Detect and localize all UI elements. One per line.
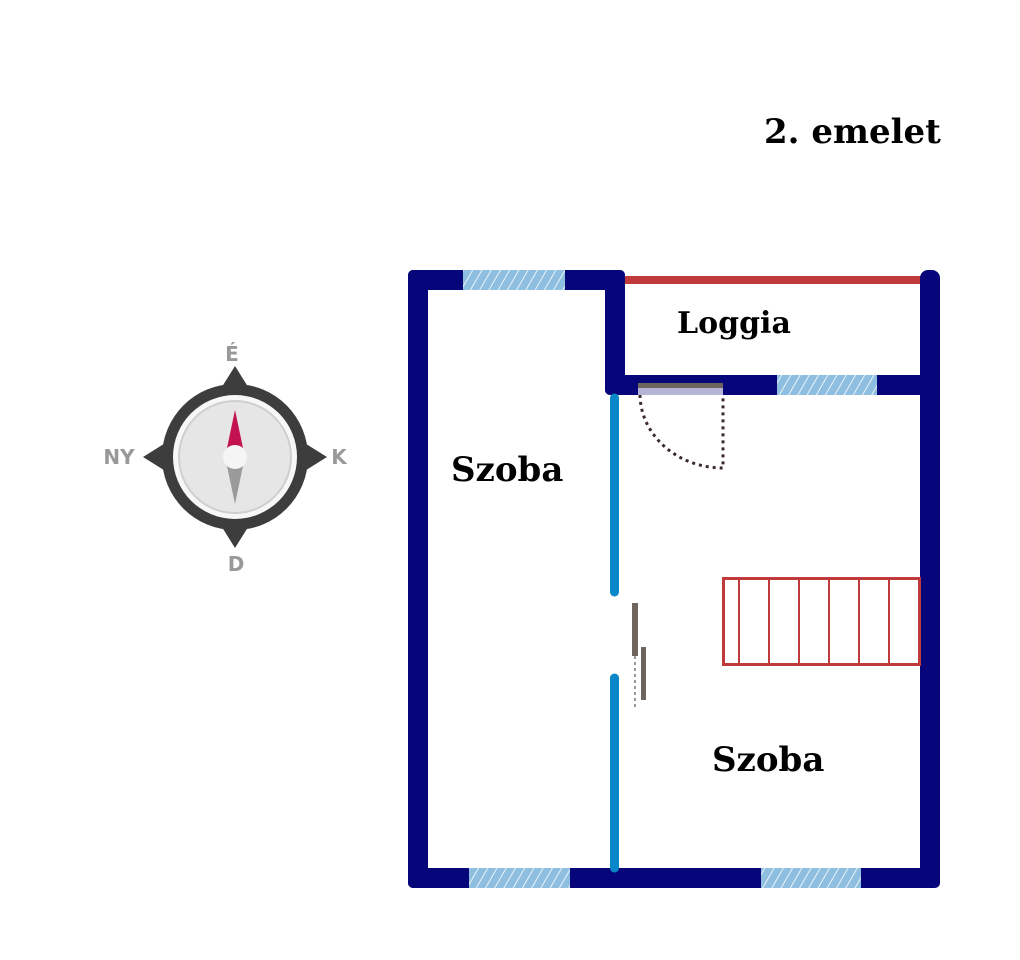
loggia-door (638, 383, 725, 470)
compass-south-label: D (228, 552, 245, 576)
compass-icon (143, 366, 327, 548)
sliding-door (632, 603, 646, 710)
compass-north-label: É (225, 342, 239, 366)
room-label-left: Szoba (451, 450, 563, 490)
floor-title: 2. emelet (764, 112, 941, 152)
room-label-right: Szoba (712, 740, 824, 780)
compass-west-label: NY (103, 445, 135, 469)
window (463, 270, 565, 290)
stairs (722, 577, 921, 666)
window (777, 375, 877, 395)
window (469, 868, 570, 888)
compass-east-label: K (331, 445, 348, 469)
loggia-railing (620, 276, 925, 284)
room-label-loggia: Loggia (677, 306, 791, 341)
window (761, 868, 861, 888)
